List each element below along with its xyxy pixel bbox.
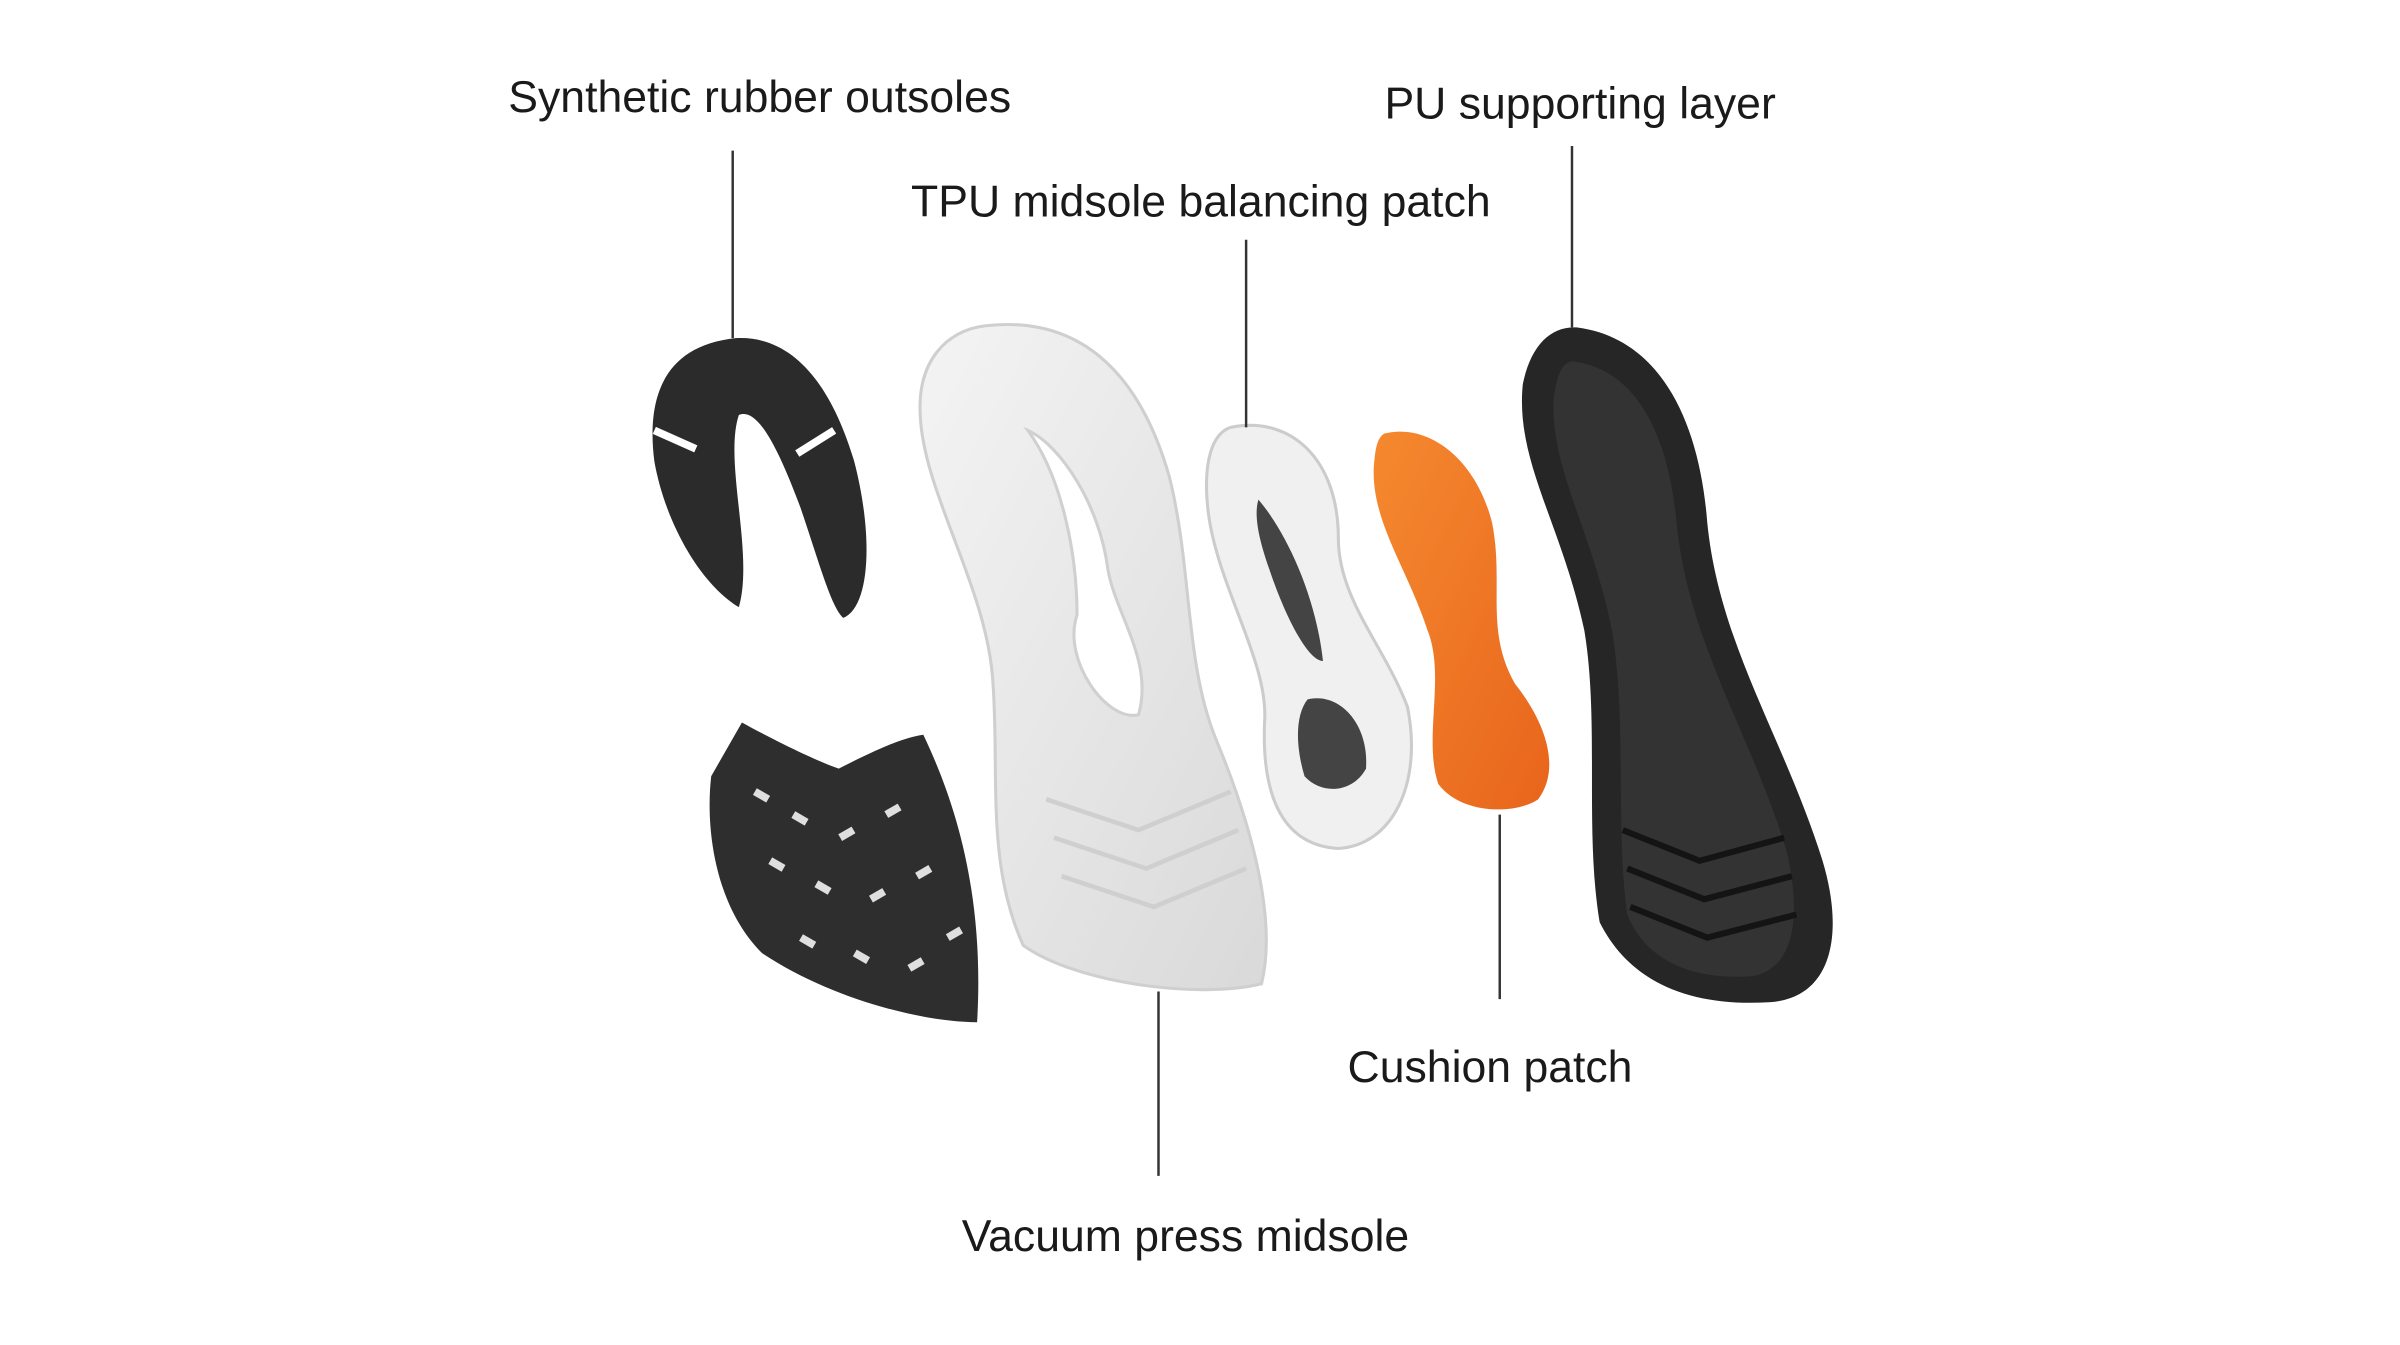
forefoot-outsole	[709, 722, 979, 1023]
midsole-label: Vacuum press midsole	[962, 1212, 1409, 1261]
outsoles-label: Synthetic rubber outsoles	[508, 73, 1011, 122]
pu-layer-label: PU supporting layer	[1384, 79, 1776, 128]
vacuum-press-midsole	[918, 323, 1268, 992]
cushion-patch-label: Cushion patch	[1348, 1043, 1633, 1092]
tpu-patch-label: TPU midsole balancing patch	[911, 178, 1491, 227]
tpu-balancing-patch	[1205, 423, 1413, 851]
heel-outsole	[652, 338, 867, 618]
cushion-patch	[1373, 431, 1550, 810]
pu-supporting-layer	[1521, 327, 1833, 1003]
